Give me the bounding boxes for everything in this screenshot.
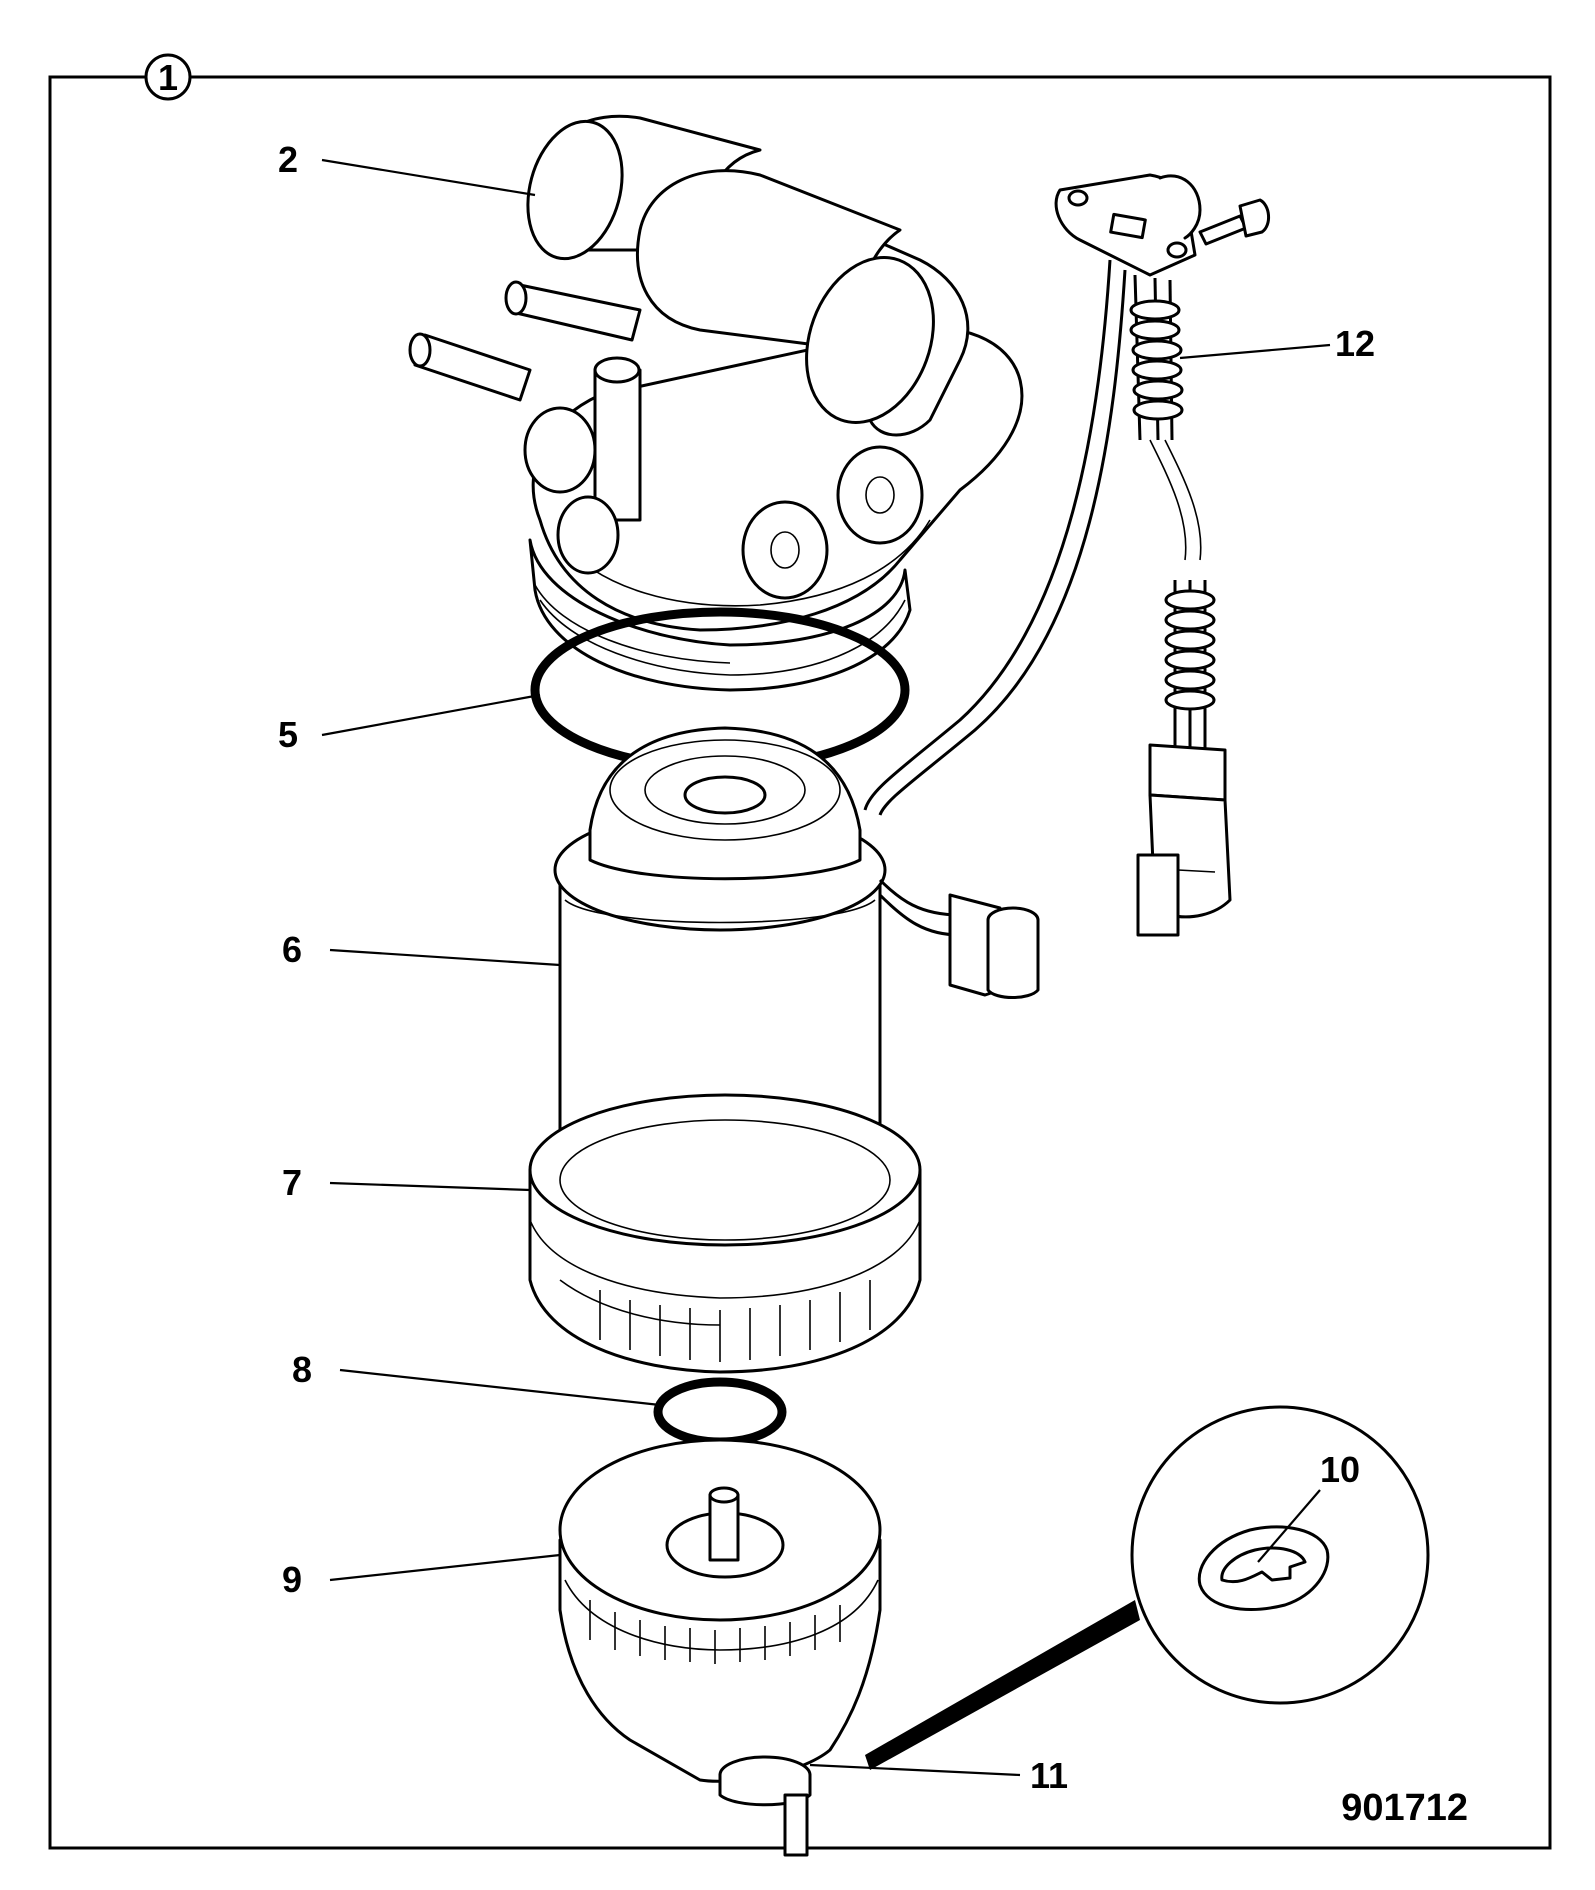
bowl-grip-ribs xyxy=(589,1600,841,1664)
callout-8: 8 xyxy=(292,1349,312,1390)
water-bowl xyxy=(558,1438,882,1783)
callout-7: 7 xyxy=(282,1162,302,1203)
leader-10 xyxy=(1257,1489,1321,1563)
drain-plug xyxy=(718,1755,812,1857)
leader-8 xyxy=(339,1368,661,1407)
leader-7 xyxy=(329,1181,531,1192)
leader-9 xyxy=(329,1553,561,1582)
callout-2: 2 xyxy=(278,139,298,180)
callout-9: 9 xyxy=(282,1559,302,1600)
callout-10: 10 xyxy=(1320,1449,1360,1490)
callout-12: 12 xyxy=(1335,323,1375,364)
view-badge-label: 1 xyxy=(158,57,178,98)
callout-labels: 2 12 5 6 7 8 9 10 11 xyxy=(278,139,1375,1796)
leader-2 xyxy=(321,158,536,197)
detail-callout-circle xyxy=(865,1405,1430,1770)
retaining-clip xyxy=(1197,1525,1330,1611)
leader-lines xyxy=(321,158,1331,1777)
spiral-wrap-lower xyxy=(1164,589,1216,711)
leader-6 xyxy=(329,948,561,967)
spiral-wrap-upper xyxy=(1129,299,1184,421)
collar-grip-ribs xyxy=(599,1280,871,1362)
figure-number: 901712 xyxy=(1341,1787,1468,1829)
leader-12 xyxy=(1179,343,1331,360)
callout-11: 11 xyxy=(1030,1755,1068,1796)
collar-ring xyxy=(528,1093,922,1374)
view-badge-circle xyxy=(144,53,192,101)
leader-11 xyxy=(809,1763,1021,1777)
callout-6: 6 xyxy=(282,929,302,970)
leader-5 xyxy=(321,693,541,737)
small-o-ring xyxy=(653,1377,787,1447)
sensor-harness-assembly xyxy=(1054,173,1270,937)
callout-5: 5 xyxy=(278,714,298,755)
filter-head-assembly xyxy=(408,114,1127,816)
